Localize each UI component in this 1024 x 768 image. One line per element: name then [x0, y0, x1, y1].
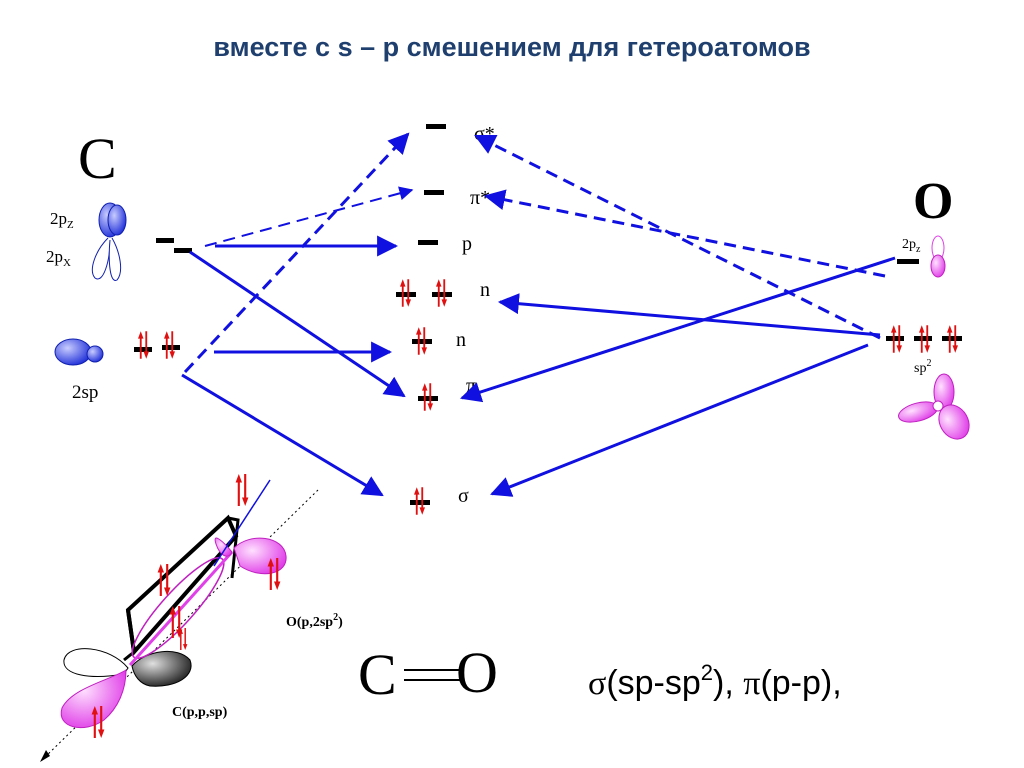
slide-title: вместе с s – p смешением для гетероатомо… [213, 32, 811, 62]
bond-formula: σ(sp-sp2), π(p-p), [588, 660, 842, 702]
dashed-osp2-to-sigma-star [474, 134, 881, 340]
mo-n1-label: n [480, 279, 490, 301]
c-2p-orbital-icon [91, 202, 127, 281]
correlation-arrows [181, 235, 896, 497]
c-2sp-orbital-icon [54, 338, 104, 366]
c-electron-pair-1 [138, 329, 149, 361]
c-2p-level-2 [174, 248, 192, 253]
o-2p-level [897, 259, 919, 264]
arrow-o2p-to-pi [460, 256, 896, 403]
c-2p-level-1 [156, 238, 174, 243]
mo-sigma-label: σ [458, 485, 469, 507]
c-2pz-label: 2pZ [50, 209, 74, 231]
mo-n2-level [412, 339, 432, 344]
c-2sp-label: 2sp [72, 382, 98, 403]
mo-n1-level-a [396, 292, 416, 297]
o-2p-orbital-icon [930, 235, 946, 278]
mo-p-label: p [462, 233, 472, 255]
co-carbon: C [358, 642, 397, 707]
co-oxygen: O [456, 640, 498, 705]
mo-n2-label: n [456, 329, 466, 351]
o-hybrid-label: O(p,2sp2) [286, 612, 343, 630]
mo-pi-star-label: π* [470, 187, 490, 209]
c-hybrid-label: C(p,p,sp) [172, 705, 228, 720]
mo-n1-level-b [432, 292, 452, 297]
mo-sigma-level [410, 500, 430, 505]
mo-pi-star-level [424, 190, 444, 195]
dashed-o2p-to-pi-star [483, 189, 886, 278]
c-2sp-level-2 [162, 345, 180, 350]
o-sp2-level-3 [942, 336, 962, 341]
arrow-osp2-to-n [497, 293, 881, 337]
carbon-symbol: C [78, 126, 117, 191]
o-sp2-orbital-icon [898, 373, 970, 440]
o-sp2-level-2 [914, 336, 932, 341]
dashed-c2sp-to-sigma-star [183, 132, 410, 374]
o-sp2-level-1 [886, 336, 904, 341]
o-2pz-label: 2pz [902, 237, 921, 255]
mo-p-level [418, 240, 438, 245]
oxygen-symbol: O [913, 173, 953, 230]
arrow-osp2-to-sigma [490, 343, 869, 497]
dashed-correlation-arrows [183, 132, 886, 374]
o-sp2-label: sp2 [914, 358, 931, 376]
co-orbital-illustration [39, 474, 319, 763]
arrow-c2p-to-pi [189, 250, 406, 398]
dashed-c2p-to-pi-star [204, 186, 414, 247]
c-2sp-level-1 [134, 347, 152, 352]
mo-sigma-star-level [426, 124, 446, 129]
mo-pi-level [418, 396, 438, 401]
c-2px-label: 2pX [46, 247, 71, 269]
arrow-c2sp-to-sigma [181, 373, 384, 497]
